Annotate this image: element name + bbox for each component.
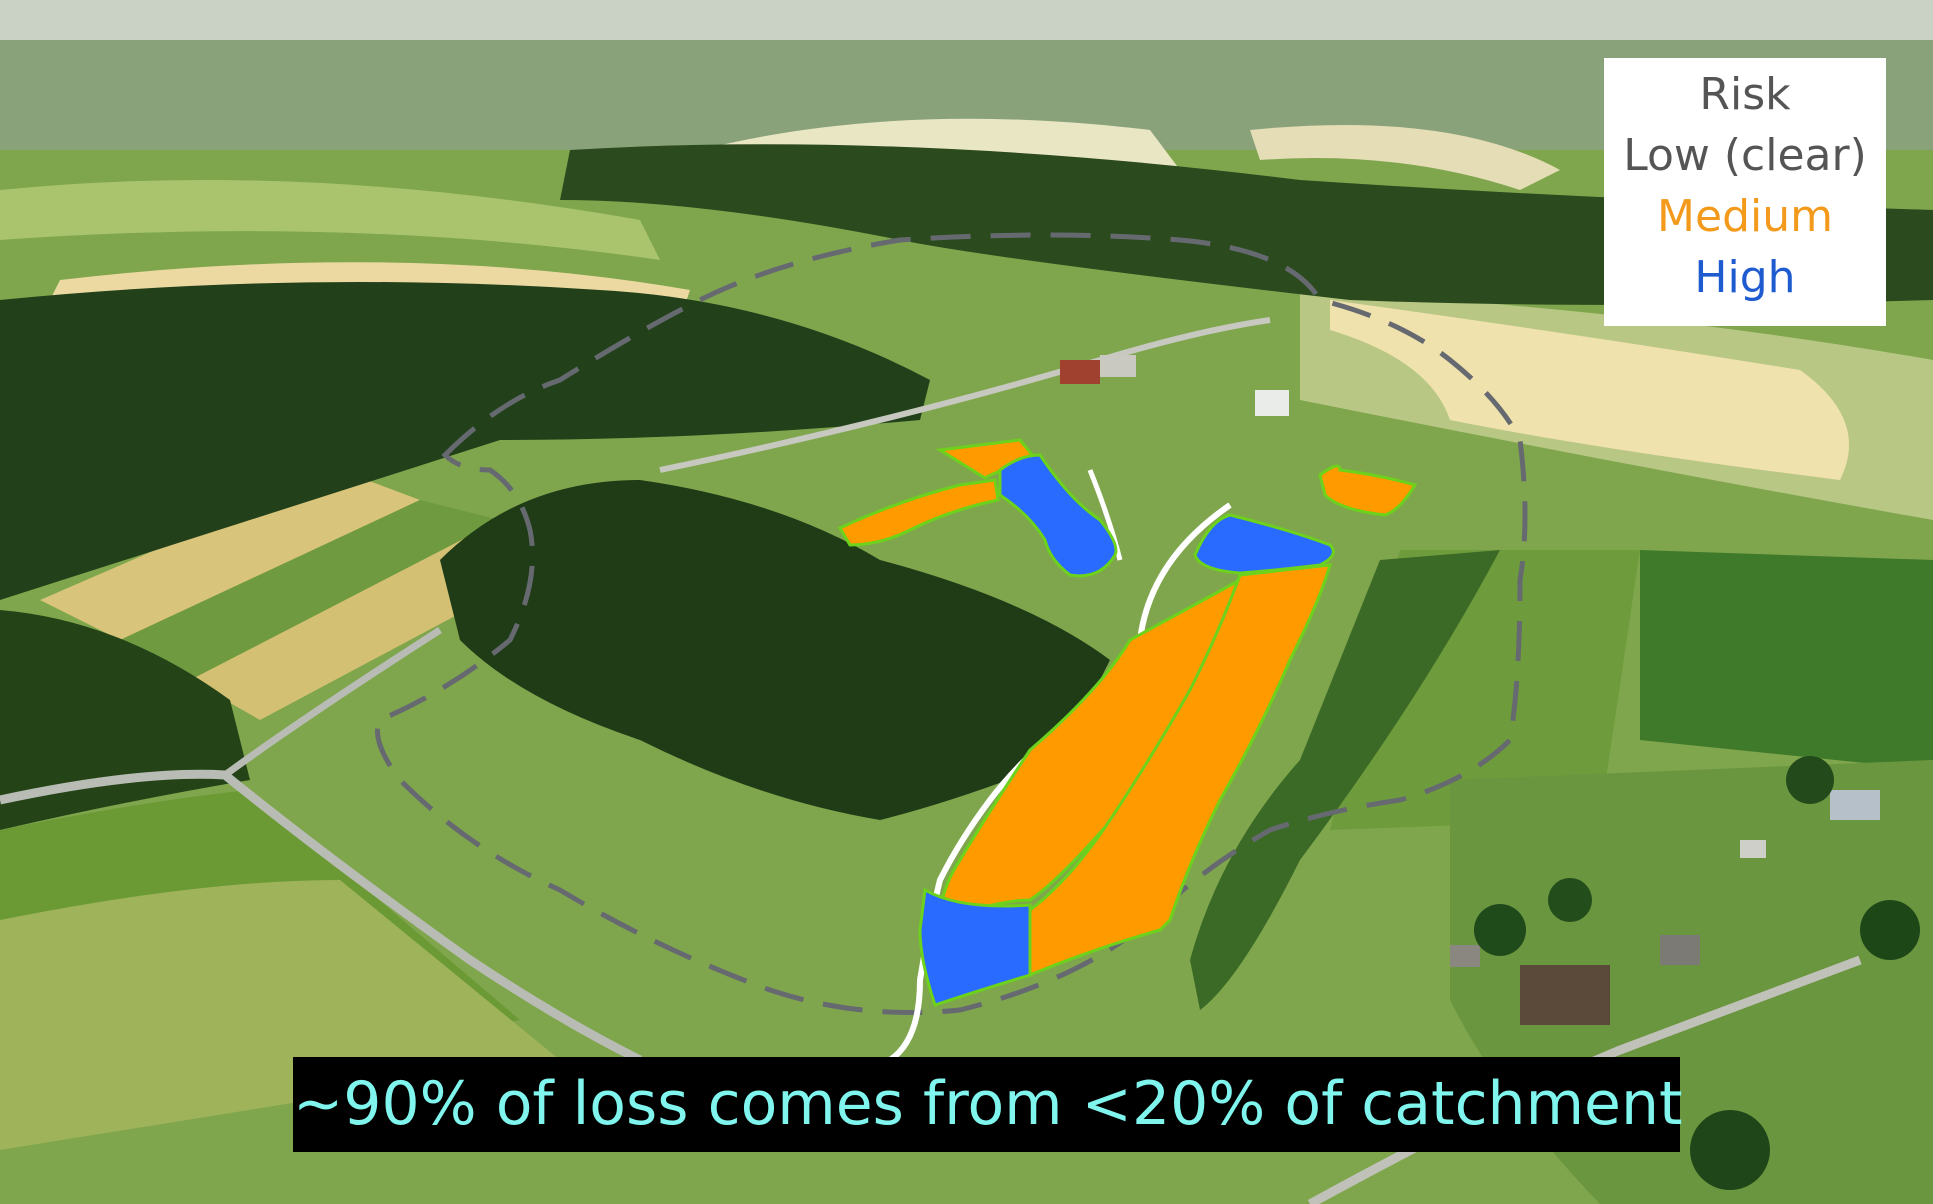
- caption-banner: ~90% of loss comes from <20% of catchmen…: [293, 1057, 1683, 1152]
- field-yellow-left-1: [40, 470, 420, 640]
- house-4: [1450, 945, 1480, 967]
- tree-3: [1786, 756, 1834, 804]
- tree-5: [1690, 1110, 1770, 1190]
- forest-upper: [560, 144, 1933, 305]
- medium-strip-right: [1028, 563, 1333, 978]
- field-right-yellow: [1330, 300, 1849, 480]
- field-band-far-2: [1250, 125, 1560, 190]
- high-upper-center: [998, 453, 1118, 578]
- road-diagonal: [222, 627, 442, 778]
- legend-item-medium: Medium: [1657, 191, 1833, 242]
- field-right-stripe: [1640, 550, 1933, 770]
- road-main: [0, 769, 643, 1065]
- tree-1: [1474, 904, 1526, 956]
- medium-upper-right: [1318, 464, 1418, 517]
- legend-item-high: High: [1694, 252, 1796, 303]
- high-lower: [918, 887, 1032, 1007]
- field-band-left-1: [0, 180, 660, 260]
- farm-building-2: [1100, 355, 1136, 377]
- risk-legend: Risk Low (clear) Medium High: [1604, 58, 1886, 326]
- legend-title: Risk: [1699, 69, 1791, 120]
- field-green-left-3: [120, 500, 500, 680]
- forest-central: [440, 480, 1110, 820]
- house-3: [1830, 790, 1880, 820]
- tree-2: [1548, 878, 1592, 922]
- farm-building-3: [1255, 390, 1289, 416]
- house-5: [1740, 840, 1766, 858]
- field-dark-strip: [1190, 550, 1500, 1010]
- stream: [888, 502, 1232, 1063]
- catchment-boundary: [375, 232, 1528, 1015]
- tree-4: [1860, 900, 1920, 960]
- house-1: [1520, 965, 1610, 1025]
- road-upper: [659, 317, 1271, 473]
- stream-upper-branch: [1087, 469, 1123, 561]
- legend-item-low: Low (clear): [1623, 130, 1867, 181]
- high-upper-right: [1193, 513, 1335, 575]
- farm-building-1: [1060, 360, 1100, 384]
- house-2: [1660, 935, 1700, 965]
- forest-left: [0, 282, 930, 600]
- medium-upper-left: [837, 478, 1000, 547]
